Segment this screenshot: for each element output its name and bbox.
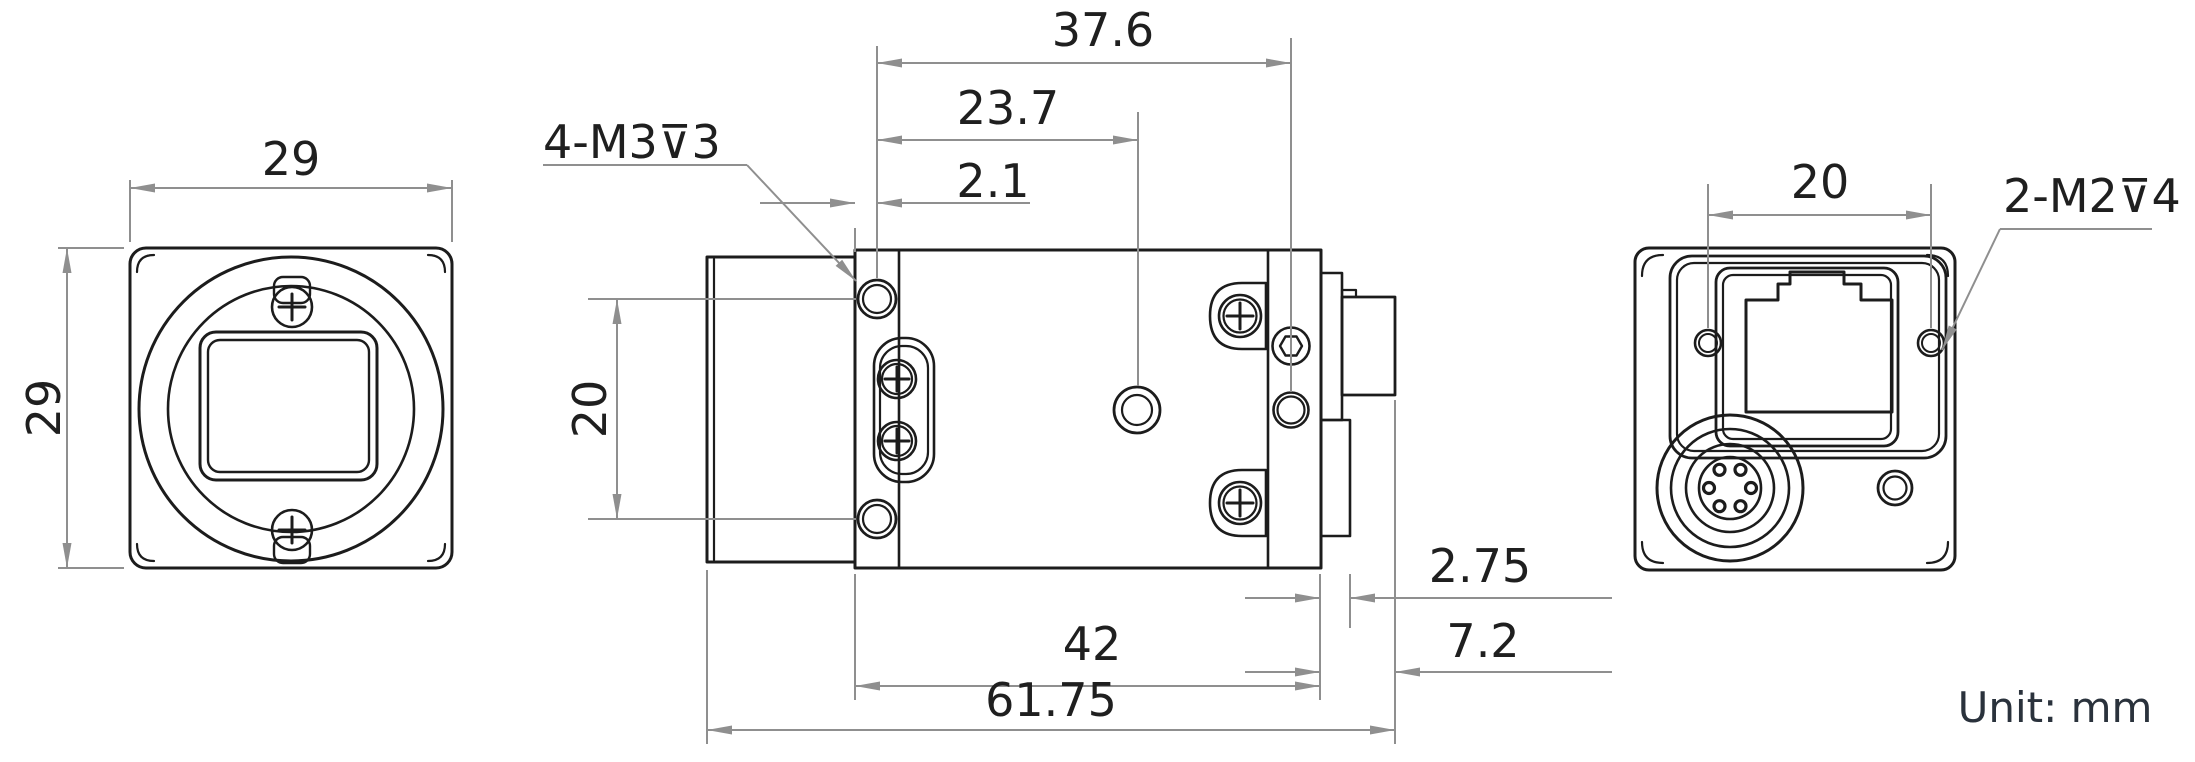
screw-slot-outer	[872, 336, 936, 484]
screw-head	[1222, 485, 1258, 521]
corner-chamfer-icon	[426, 253, 447, 274]
rj45-frame-outer	[1714, 266, 1900, 448]
tripod-hole	[1112, 385, 1162, 435]
led-indicator-hole	[1876, 469, 1914, 507]
thread-label: 4-M3⊽3	[543, 115, 721, 169]
label-mount-holes: 4-M3⊽3	[543, 115, 857, 282]
power-connector-ring	[1669, 427, 1791, 549]
screw-head	[880, 362, 914, 396]
rear-view: 20 2-M2⊽4	[1633, 155, 2181, 572]
sensor-window-inner	[206, 338, 371, 474]
lens-mount-outer-ring	[137, 255, 445, 563]
dim-20-rear: 20	[1707, 155, 1932, 328]
screw-icon	[1217, 293, 1263, 339]
connector-pin-icon	[1733, 462, 1748, 477]
rj45-port	[1744, 270, 1894, 414]
connector-pin-icon	[1712, 462, 1727, 477]
dim-value: 29	[17, 379, 71, 438]
m3-mount-hole	[856, 498, 898, 540]
m2-screw-hole-inner	[1921, 333, 1941, 353]
dim-value: 7.2	[1446, 614, 1519, 668]
dim-front-height: 29	[17, 247, 124, 569]
dim-37-6: 37.6	[876, 3, 1292, 392]
m2-screw-hole	[1693, 328, 1723, 358]
hex-socket-icon	[1278, 335, 1304, 357]
corner-chamfer-icon	[426, 542, 447, 563]
dim-value: 37.6	[1052, 3, 1154, 57]
screw-slot-inner	[878, 344, 930, 476]
camera-body-rear-outline	[1633, 246, 1957, 572]
connector-pin-icon	[1743, 480, 1759, 496]
screw-icon	[876, 420, 918, 462]
dim-value: 42	[1063, 617, 1122, 671]
connector-notch	[1340, 288, 1358, 299]
front-view: 29 29	[17, 132, 454, 570]
dim-value: 2.1	[956, 154, 1029, 208]
screw-icon	[876, 358, 918, 400]
dim-value: 20	[563, 380, 617, 439]
lens-mount-ring-side	[705, 255, 857, 564]
m3-mount-hole-inner	[861, 283, 893, 315]
corner-chamfer-icon	[135, 253, 156, 274]
screw-head	[880, 424, 914, 458]
rear-step-lower	[1319, 418, 1352, 538]
rear-hole	[1272, 391, 1310, 429]
connector-pin-icon	[1701, 480, 1717, 496]
dim-2-1: 2.1	[760, 154, 1030, 252]
rear-hole-inner	[1276, 395, 1306, 425]
m2-screw-hole-inner	[1698, 333, 1718, 353]
dim-front-width: 29	[129, 132, 453, 242]
rear-recess-panel-outer	[1668, 254, 1948, 460]
dim-7-2: 7.2	[1245, 614, 1612, 677]
screw-icon	[270, 508, 314, 552]
connector-pin-icon	[1712, 499, 1727, 514]
dim-2-75: 2.75	[1245, 539, 1612, 628]
rear-recess-panel-inner	[1675, 261, 1941, 453]
dim-61-75: 61.75	[706, 400, 1396, 744]
rear-connector-block	[1340, 295, 1397, 397]
led-indicator-hole-inner	[1882, 475, 1908, 501]
corner-chamfer-icon	[1640, 540, 1665, 565]
label-rear-screw-holes: 2-M2⊽4	[1941, 169, 2181, 351]
corner-chamfer-icon	[1640, 253, 1665, 278]
screw-boss	[1208, 468, 1268, 538]
unit-label: Unit: mm	[1958, 683, 2153, 732]
connector-pin-icon	[1733, 499, 1748, 514]
power-connector-ring	[1684, 442, 1776, 534]
side-view: 37.6 23.7 2.1 4-M3⊽3 20 42	[543, 3, 1612, 744]
screw-boss	[1208, 281, 1268, 351]
corner-chamfer-icon	[1925, 540, 1950, 565]
screw-icon	[270, 285, 314, 329]
dim-value: 2.75	[1429, 539, 1531, 593]
dim-value: 20	[1791, 155, 1850, 209]
screw-icon	[1217, 480, 1263, 526]
screw-head	[1222, 298, 1258, 334]
power-connector-face	[1697, 455, 1763, 521]
m3-mount-hole-inner	[861, 503, 893, 535]
m3-mount-hole	[856, 278, 898, 320]
power-connector-recess	[1655, 413, 1805, 563]
dim-42: 42	[854, 574, 1321, 700]
dim-20-side: 20	[563, 298, 856, 520]
corner-chamfer-icon	[135, 542, 156, 563]
rear-step-upper	[1319, 271, 1344, 422]
tripod-hole-inner	[1120, 393, 1154, 427]
sensor-window-outer	[198, 330, 379, 482]
dim-value: 61.75	[985, 673, 1117, 727]
dim-value: 23.7	[957, 81, 1059, 135]
thread-label: 2-M2⊽4	[2003, 169, 2181, 223]
dim-value: 29	[262, 132, 321, 186]
dim-23-7: 23.7	[877, 81, 1139, 386]
camera-body-front-outline	[128, 246, 454, 570]
